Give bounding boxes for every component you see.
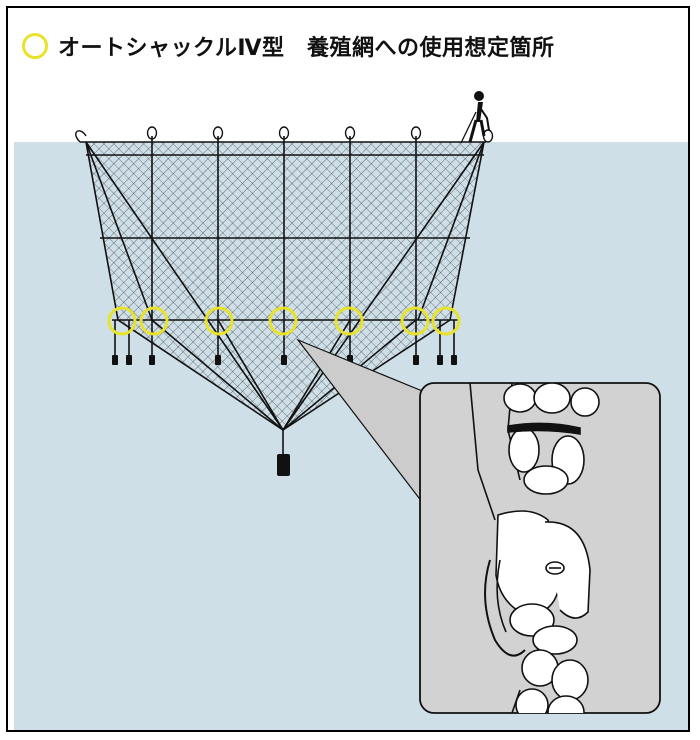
rope-icon [469, 383, 600, 521]
float-loops [75, 126, 494, 143]
auto-shackle-detail [419, 382, 661, 714]
figure-title: オートシャックルⅣ型 養殖網への使用想定箇所 [58, 36, 555, 61]
person-icon [460, 91, 490, 144]
shackle-location-markers [107, 306, 461, 336]
auto-shackle-icon [495, 510, 561, 613]
net-mesh [86, 142, 484, 430]
weight-icon [112, 355, 457, 476]
legend-header: オートシャックルⅣ型 養殖網への使用想定箇所 [22, 28, 555, 64]
legend-circle-icon [22, 33, 48, 59]
